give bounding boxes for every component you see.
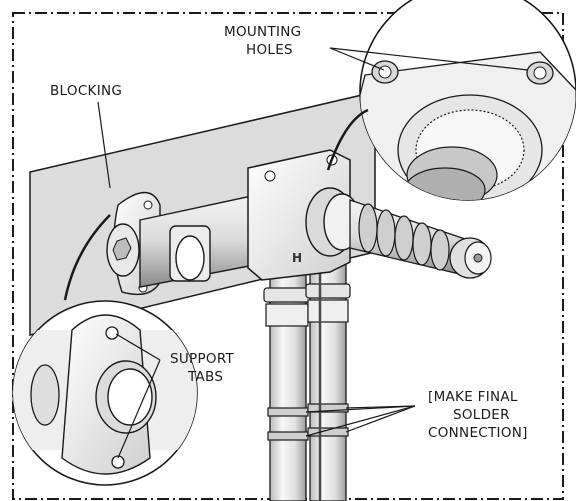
labels: MOUNTING HOLES BLOCKING SUPPORT TABS [MA… xyxy=(50,24,528,441)
mounting-holes-label-line1: MOUNTING xyxy=(224,24,301,40)
cartridge-stem xyxy=(305,187,492,279)
support-tabs-label-line1: SUPPORT xyxy=(170,351,235,367)
mounting-holes-detail xyxy=(326,0,576,201)
outlet-arm xyxy=(139,191,271,288)
solder-label-line3: CONNECTION] xyxy=(428,425,528,441)
leader-lines xyxy=(97,47,529,459)
support-tabs-detail xyxy=(12,214,198,486)
supply-pipes xyxy=(263,261,351,501)
blocking-label: BLOCKING xyxy=(50,83,122,99)
solder-label-line1: [MAKE FINAL xyxy=(428,389,518,405)
support-tabs-label-line2: TABS xyxy=(187,369,223,385)
solder-joint xyxy=(267,403,349,441)
mounting-holes-label-line2: HOLES xyxy=(246,42,293,58)
diagram-border xyxy=(12,12,564,500)
valve-mark: H xyxy=(292,251,302,265)
solder-label-line2: SOLDER xyxy=(453,407,510,423)
